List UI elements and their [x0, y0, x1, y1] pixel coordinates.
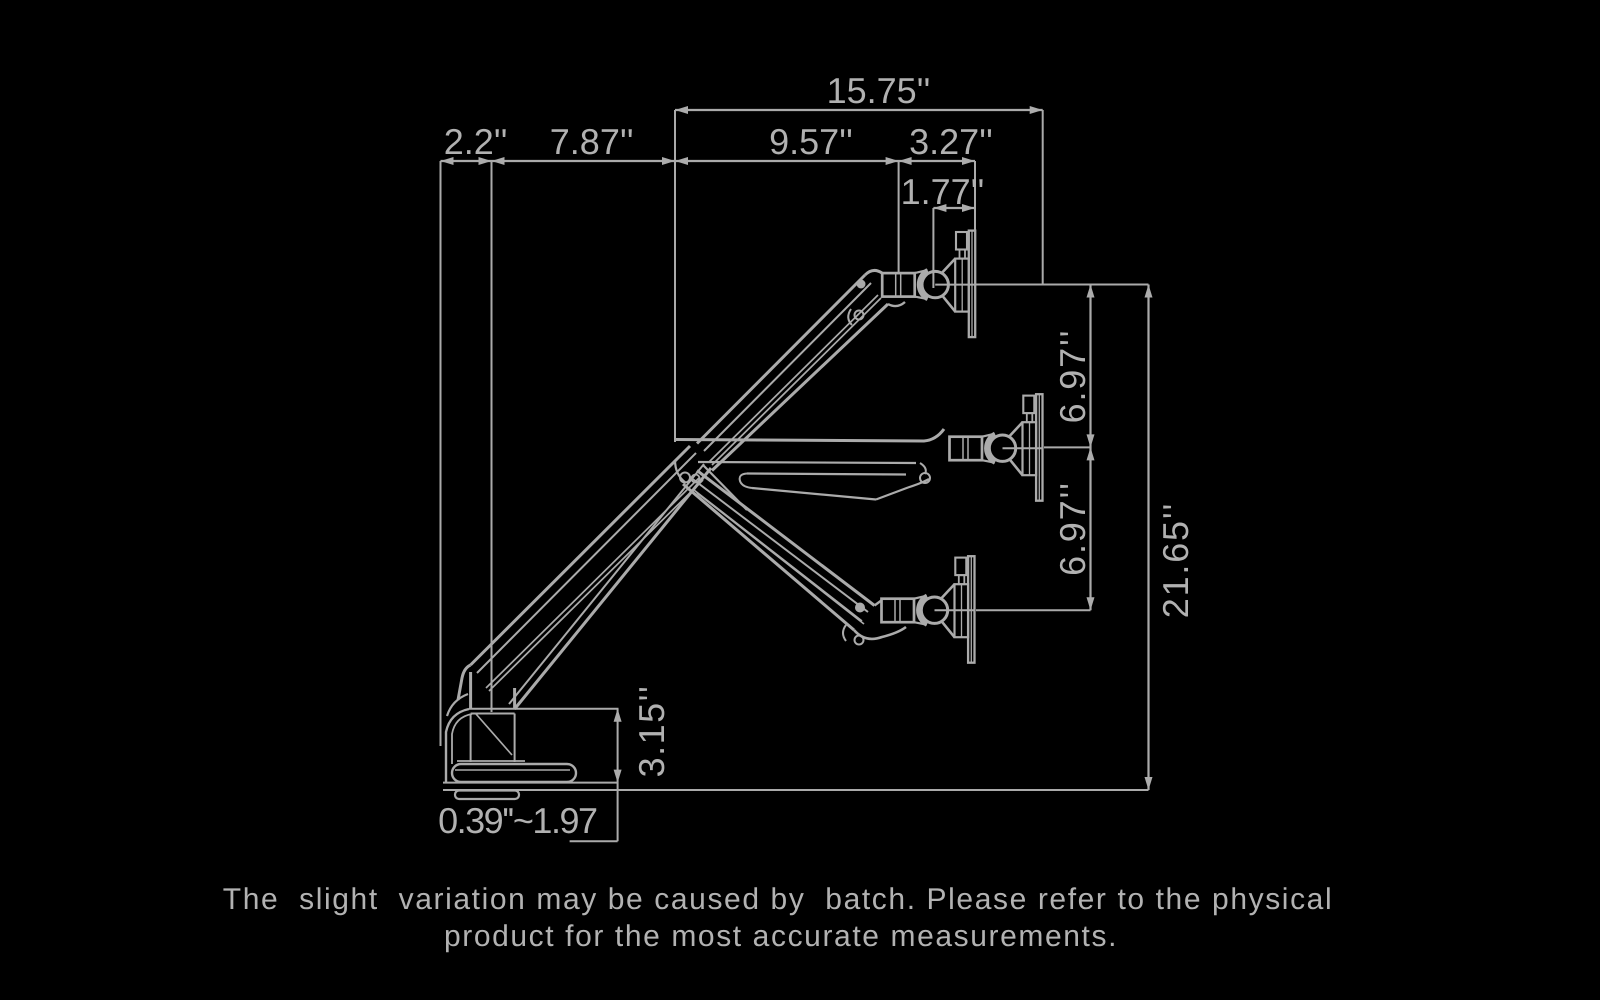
svg-text:2.2'': 2.2'' [444, 121, 508, 162]
svg-text:3.15'': 3.15'' [631, 685, 672, 778]
svg-text:The slight variation may be: The slight variation may be caused by ba… [223, 883, 1333, 916]
svg-text:21.65'': 21.65'' [1155, 502, 1196, 618]
svg-text:15.75'': 15.75'' [827, 70, 931, 111]
svg-text:0.39''~1.97: 0.39''~1.97 [438, 800, 597, 841]
svg-text:7.87'': 7.87'' [550, 121, 634, 162]
svg-text:1.77'': 1.77'' [901, 171, 985, 212]
svg-text:product for the most accurate: product for the most accurate measuremen… [444, 920, 1118, 953]
svg-text:6.97'': 6.97'' [1052, 481, 1093, 576]
svg-text:6.97'': 6.97'' [1052, 329, 1093, 424]
svg-text:3.27'': 3.27'' [909, 121, 993, 162]
svg-text:9.57'': 9.57'' [769, 121, 853, 162]
